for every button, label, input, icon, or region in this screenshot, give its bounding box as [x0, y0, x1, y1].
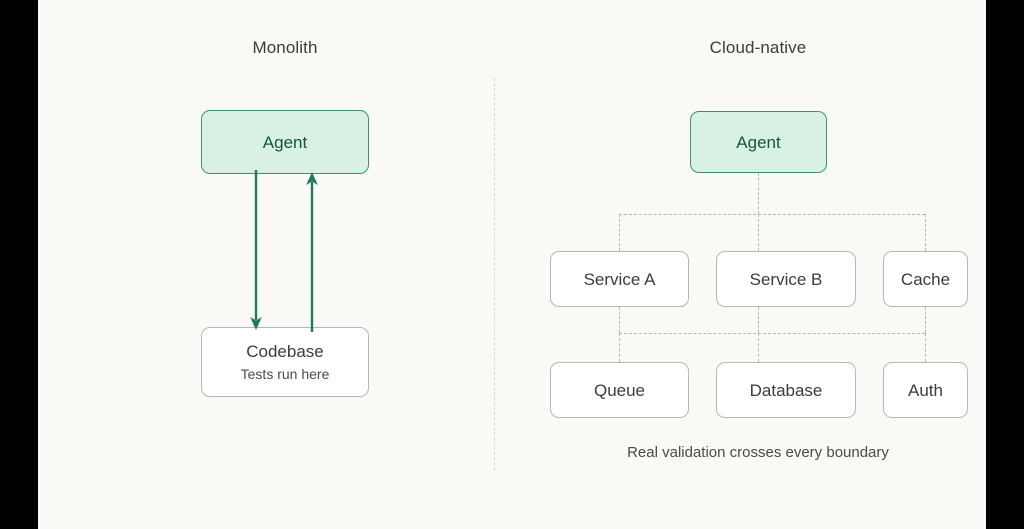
connector-stem-service-a	[619, 307, 620, 333]
node-queue-label: Queue	[593, 380, 646, 400]
node-service-b[interactable]: Service B	[716, 251, 856, 307]
connector-stem-cache	[925, 307, 926, 333]
node-agent-cloud-native[interactable]: Agent	[690, 111, 827, 173]
connector-stem-service-b	[758, 307, 759, 333]
node-agent-monolith[interactable]: Agent	[201, 110, 369, 174]
node-service-a[interactable]: Service A	[550, 251, 689, 307]
diagram-canvas: Monolith Cloud-native Agent Codebase Tes…	[38, 0, 986, 529]
node-cache[interactable]: Cache	[883, 251, 968, 307]
panel-title-monolith: Monolith	[252, 38, 318, 57]
node-agent-cloud-native-label: Agent	[736, 132, 781, 152]
arrow-agent-to-codebase-icon	[250, 170, 262, 330]
connector-agent-stem	[758, 173, 759, 214]
node-service-a-label: Service A	[583, 269, 656, 289]
node-database[interactable]: Database	[716, 362, 856, 418]
node-codebase-label: Codebase	[246, 342, 324, 361]
node-codebase-sublabel: Tests run here	[240, 366, 330, 382]
connector-drop-service-a	[619, 214, 620, 251]
connector-drop-auth	[925, 333, 926, 362]
letterbox-right	[986, 0, 1024, 529]
connector-drop-cache	[925, 214, 926, 251]
connector-drop-queue	[619, 333, 620, 362]
node-codebase[interactable]: Codebase Tests run here	[201, 327, 369, 397]
node-auth-label: Auth	[908, 380, 943, 400]
connector-drop-database	[758, 333, 759, 362]
arrow-codebase-to-agent-icon	[306, 172, 318, 332]
cloud-native-caption: Real validation crosses every boundary	[627, 444, 889, 461]
connector-bus-lower	[619, 333, 925, 334]
connector-bus-upper	[619, 214, 925, 215]
node-database-label: Database	[749, 380, 823, 400]
letterbox-left	[0, 0, 38, 529]
connector-drop-service-b	[758, 214, 759, 251]
node-cache-label: Cache	[900, 269, 951, 289]
node-service-b-label: Service B	[749, 269, 823, 289]
node-queue[interactable]: Queue	[550, 362, 689, 418]
panel-divider	[494, 78, 495, 470]
panel-title-cloud-native: Cloud-native	[709, 38, 807, 57]
node-auth[interactable]: Auth	[883, 362, 968, 418]
node-agent-monolith-label: Agent	[262, 132, 308, 152]
